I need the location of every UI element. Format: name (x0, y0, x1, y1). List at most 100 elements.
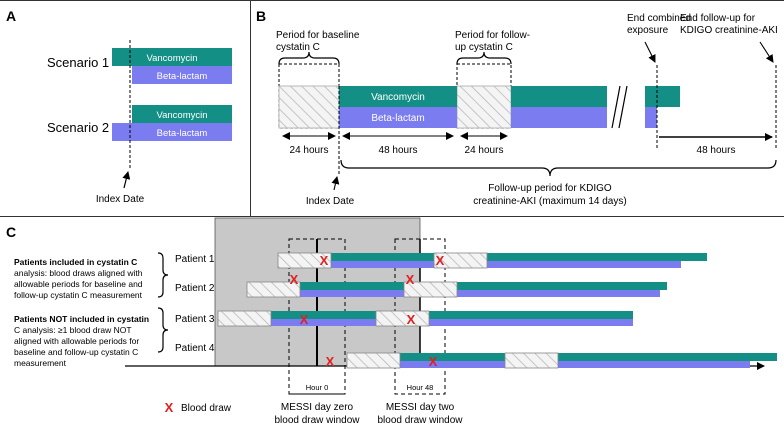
index-date-label-a: Index Date (96, 194, 145, 205)
followup-brace (456, 51, 512, 65)
p1-blood-draw-1: X (320, 253, 329, 268)
legend-blood-draw-label: Blood draw (181, 403, 232, 414)
b-vancomycin-bar-end (645, 86, 680, 107)
b-beta-lactam-bar-end (645, 107, 657, 128)
s1-vancomycin-label: Vancomycin (146, 53, 197, 64)
label-24h-followup: 24 hours (465, 145, 504, 156)
end-followup-label-2: KDIGO creatinine-AKI (680, 25, 778, 36)
end-combined-arrow (644, 41, 656, 63)
p1-beta-lactam-bar (331, 261, 681, 268)
s1-beta-lactam-bar (132, 66, 232, 84)
not-included-text-5: measurement (14, 358, 67, 368)
end-followup-arrow (759, 41, 774, 63)
p2-followup-period (403, 281, 458, 298)
p2-beta-lactam-bar (300, 290, 660, 297)
end-followup-label-1: End follow-up for (680, 13, 756, 24)
patient1-label: Patient 1 (175, 254, 215, 265)
index-date-arrow-a (122, 171, 131, 189)
followup-hatched-period (456, 85, 512, 129)
not-included-text-2: C analysis: ≥1 blood draw NOT (14, 325, 132, 335)
baseline-brace (278, 51, 340, 65)
panel-a: A Scenario 1 Scenario 2 Vancomycin Beta-… (6, 8, 232, 205)
p2-baseline-period (246, 281, 301, 298)
label-48h: 48 hours (379, 145, 418, 156)
s2-beta-lactam-bar (112, 123, 232, 141)
patient4-label: Patient 4 (175, 343, 215, 354)
p3-followup-period (375, 310, 430, 327)
p2-blood-draw-1: X (290, 272, 299, 287)
label-24h-baseline: 24 hours (290, 145, 329, 156)
panel-c: C Hour 0 Hour 48 MESSI day zero blood dr… (6, 217, 777, 426)
p3-beta-lactam-bar (271, 319, 633, 326)
p3-baseline-period (217, 310, 272, 327)
p2-blood-draw-2: X (406, 272, 415, 287)
end-combined-label-1: End combined (627, 13, 691, 24)
p3-blood-draw-1: X (300, 312, 309, 327)
p4-beta-lactam-bar (400, 361, 750, 368)
p4-blood-draw-1: X (326, 354, 335, 369)
p1-baseline-period (277, 252, 332, 269)
messi-zero-label-1: MESSI day zero (281, 402, 354, 413)
b-beta-lactam-bar (339, 107, 457, 128)
not-included-bold-1: Patients NOT included in cystatin (14, 314, 149, 324)
s2-beta-lactam-label: Beta-lactam (157, 128, 208, 139)
b-beta-lactam-label: Beta-lactam (371, 113, 424, 124)
followup-kdigo-label-1: Follow-up period for KDIGO (488, 183, 612, 194)
patient2-label: Patient 2 (175, 283, 215, 294)
not-included-brace (157, 307, 169, 353)
hour-zero-label: Hour 0 (306, 383, 329, 392)
label-48h-end: 48 hours (697, 145, 736, 156)
not-included-text-4: baseline and follow-up cystatin C (14, 347, 138, 357)
included-text-2: analysis: blood draws aligned with (14, 268, 143, 278)
p4-blood-draw-2: X (429, 354, 438, 369)
p1-vancomycin-bar (331, 253, 707, 261)
b-vancomycin-bar-cont (511, 86, 607, 107)
panel-c-letter: C (6, 224, 16, 240)
not-included-text-1: Patients NOT included in cystatin (14, 314, 149, 324)
b-vancomycin-label: Vancomycin (371, 92, 425, 103)
p2-vancomycin-bar (300, 282, 667, 290)
baseline-period-label-1: Period for baseline (276, 30, 360, 41)
included-text-3: allowable periods for baseline and (14, 279, 143, 289)
break-mark-2 (618, 85, 628, 129)
included-line-2: analysis: blood draws aligned with (14, 268, 143, 278)
index-date-label-b: Index Date (306, 196, 355, 207)
panel-b-letter: B (256, 8, 266, 24)
messi-zero-label-2: blood draw window (274, 415, 360, 426)
messi-two-label-2: blood draw window (377, 415, 463, 426)
included-brace (157, 252, 169, 298)
s2-vancomycin-label: Vancomycin (156, 110, 207, 121)
baseline-period-label-2: cystatin C (276, 42, 320, 53)
followup-kdigo-brace (340, 159, 777, 177)
included-bold-1: Patients included in cystatin C (14, 257, 137, 267)
followup-period-label-1: Period for follow- (455, 30, 530, 41)
b-vancomycin-bar (339, 86, 457, 107)
not-included-text-3: aligned with allowable periods for (14, 336, 139, 346)
s1-vancomycin-bar (112, 48, 232, 66)
s1-beta-lactam-label: Beta-lactam (157, 71, 208, 82)
p3-vancomycin-bar (271, 311, 633, 319)
panel-b: B Period for baseline cystatin C Period … (256, 8, 778, 207)
messi-two-label-1: MESSI day two (386, 402, 455, 413)
included-text-1: Patients included in cystatin C (14, 257, 137, 267)
followup-kdigo-label-2: creatinine-AKI (maximum 14 days) (473, 196, 626, 207)
legend-x-icon: X (165, 400, 174, 415)
p4-followup-period (504, 352, 559, 369)
hour-48-label: Hour 48 (407, 383, 434, 392)
scenario1-label: Scenario 1 (47, 55, 109, 70)
p4-baseline-period (346, 352, 401, 369)
b-beta-lactam-bar-cont (511, 107, 607, 128)
baseline-hatched-period (278, 85, 340, 129)
end-combined-label-2: exposure (627, 25, 669, 36)
followup-period-label-2: up cystatin C (455, 42, 513, 53)
scenario2-label: Scenario 2 (47, 120, 109, 135)
patient3-label: Patient 3 (175, 314, 215, 325)
p3-blood-draw-2: X (407, 312, 416, 327)
s2-vancomycin-bar (132, 105, 232, 123)
p4-vancomycin-bar (400, 353, 777, 361)
panel-a-letter: A (6, 8, 16, 24)
p1-blood-draw-2: X (436, 253, 445, 268)
p1-followup-period (433, 252, 488, 269)
index-date-arrow-b (331, 176, 340, 191)
